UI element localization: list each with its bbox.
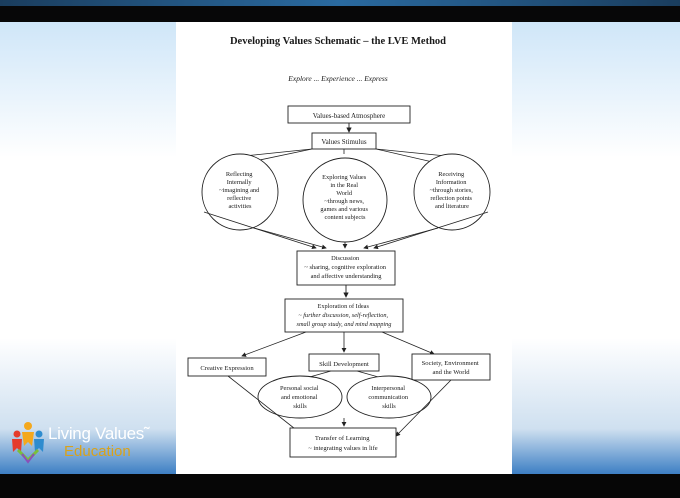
personal-skills-text: Personal social and emotional skills: [280, 385, 320, 410]
personal-skills-oval: [257, 375, 343, 419]
skill-label: Skill Development: [319, 361, 369, 368]
lve-schematic-diagram: Developing Values Schematic – the LVE Me…: [187, 36, 491, 458]
logo-line-2: Education: [64, 443, 131, 460]
diagram-subtitle: Explore ... Experience ... Express: [287, 74, 387, 83]
transfer-box: [289, 427, 397, 458]
exploration-box: [284, 298, 404, 333]
discussion-box: [296, 250, 396, 286]
bottom-bar: [0, 474, 680, 498]
arrow-exploration-society: [381, 331, 435, 355]
receiving-text: Receiving Information ~through stories, …: [430, 171, 475, 210]
receiving-circle: [413, 153, 491, 231]
reflecting-circle: [201, 153, 279, 231]
line-stimulus-reflecting: [243, 148, 313, 157]
living-values-logo: Living Values˜ Education: [8, 420, 158, 466]
society-text: Society, Environment and the World: [422, 360, 481, 376]
arrow-society-transfer: [395, 379, 452, 437]
exploring-text: Exploring Values in the Real World ~thro…: [320, 174, 369, 221]
exploration-text: Exploration of Ideas ~ further discussio…: [297, 303, 392, 328]
arrow-creative-transfer: [227, 375, 305, 437]
society-box: [411, 353, 491, 381]
skill-box: [308, 353, 380, 372]
transfer-text: Transfer of Learning ~ integrating value…: [308, 435, 378, 452]
reflecting-text: Reflecting Internally ~imagining and ref…: [219, 171, 261, 210]
interpersonal-skills-text: Interpersonal communication skills: [368, 385, 409, 410]
logo-line-1: Living Values˜: [48, 424, 150, 443]
arrow-receiving-discussion-2: [373, 211, 489, 250]
arrow-exploration-creative: [241, 331, 307, 357]
interpersonal-skills-oval: [346, 375, 432, 419]
creative-label: Creative Expression: [200, 365, 254, 372]
people-logo-icon: [12, 422, 44, 464]
top-bar: [0, 0, 680, 22]
diagram-title: Developing Values Schematic – the LVE Me…: [230, 36, 446, 47]
discussion-text: Discussion ~ sharing, cognitive explorat…: [304, 255, 387, 280]
slide-page: Developing Values Schematic – the LVE Me…: [176, 22, 512, 474]
stimulus-label: Values Stimulus: [321, 138, 367, 146]
atmosphere-label: Values-based Atmosphere: [313, 112, 386, 120]
creative-box: [187, 357, 267, 377]
line-stimulus-receiving: [375, 148, 447, 157]
top-bar-accent: [0, 0, 680, 6]
arrow-reflecting-discussion-2: [253, 227, 327, 250]
